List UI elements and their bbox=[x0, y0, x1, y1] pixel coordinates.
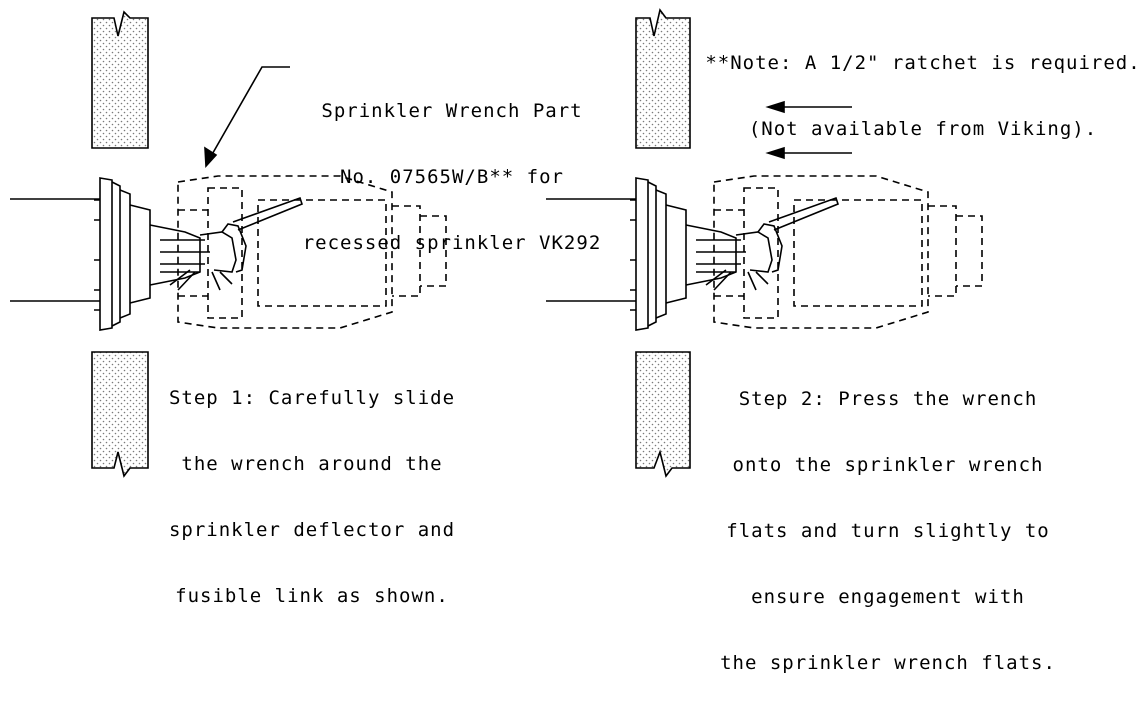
note-line: (Not available from Viking). bbox=[748, 118, 1098, 140]
step-1-instructions: Step 1: Carefully slide the wrench aroun… bbox=[132, 343, 492, 651]
step-1-line: Step 1: Carefully slide bbox=[168, 387, 456, 409]
step-1-line: fusible link as shown. bbox=[175, 585, 449, 607]
step-2-line: flats and turn slightly to bbox=[726, 520, 1050, 542]
step-2-line: ensure engagement with bbox=[751, 586, 1025, 608]
callout-leader bbox=[204, 66, 290, 168]
step-2-instructions: Step 2: Press the wrench onto the sprink… bbox=[678, 344, 1098, 718]
ceiling-section-top-right bbox=[635, 8, 691, 149]
ceiling-section-bottom-right bbox=[635, 351, 691, 478]
step-2-line: Step 2: Press the wrench bbox=[738, 388, 1038, 410]
diagram-drawing bbox=[9, 8, 983, 478]
installation-diagram: Sprinkler Wrench Part No. 07565W/B** for… bbox=[9, 8, 1146, 674]
step-2-line: onto the sprinkler wrench bbox=[732, 454, 1044, 476]
step-1-line: sprinkler deflector and bbox=[168, 519, 456, 541]
ceiling-section-bottom-left bbox=[91, 351, 149, 478]
push-direction-arrows bbox=[765, 100, 852, 160]
step-1-line: the wrench around the bbox=[181, 453, 443, 475]
wrench-part-callout: Sprinkler Wrench Part No. 07565W/B** for… bbox=[252, 56, 652, 298]
ratchet-note: **Note: A 1/2" ratchet is required. (Not… bbox=[700, 8, 1146, 184]
callout-line: recessed sprinkler VK292 bbox=[302, 232, 602, 254]
callout-line: Sprinkler Wrench Part bbox=[321, 100, 583, 122]
ceiling-section-top-left bbox=[91, 10, 149, 149]
note-line: **Note: A 1/2" ratchet is required. bbox=[705, 52, 1141, 74]
callout-line: No. 07565W/B** for bbox=[340, 166, 564, 188]
step-2-line: the sprinkler wrench flats. bbox=[720, 652, 1056, 674]
